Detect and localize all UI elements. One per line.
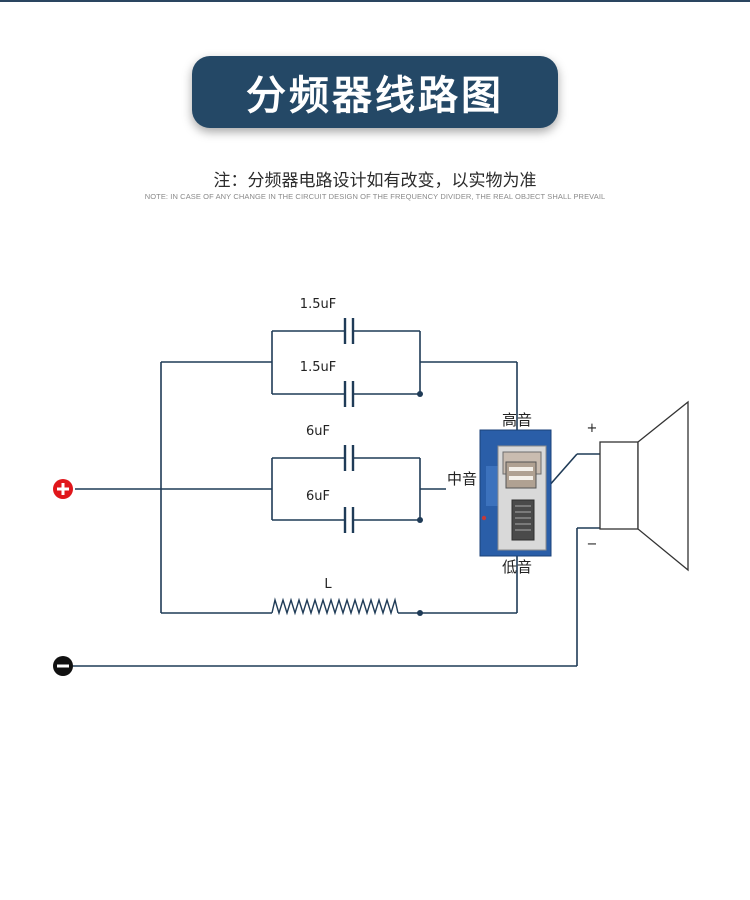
speaker-plus-label: +: [587, 421, 598, 436]
inductor-coil: [271, 597, 399, 616]
speaker-magnet: [599, 441, 639, 530]
note-english: NOTE: IN CASE OF ANY CHANGE IN THE CIRCU…: [144, 192, 606, 201]
title-banner: 分频器线路图: [192, 56, 558, 128]
switch-label-mid: 中音: [447, 470, 477, 488]
c1-label: 1.5uF: [300, 297, 336, 312]
selector-switch: [479, 429, 552, 557]
page-title: 分频器线路图: [246, 73, 504, 119]
inductor-label: L: [324, 577, 332, 592]
speaker-minus-label: −: [587, 537, 598, 552]
c3-label: 6uF: [306, 424, 330, 439]
junction-dot: [417, 610, 423, 616]
c4-label: 6uF: [306, 489, 330, 504]
note-chinese: 注：分频器电路设计如有改变，以实物为准: [213, 171, 537, 191]
top-divider: [0, 0, 750, 2]
junction-dots: [417, 391, 423, 616]
speaker-cone: [637, 400, 689, 572]
junction-dot: [417, 391, 423, 397]
negative-terminal-icon: [53, 656, 73, 676]
switch-label-high: 高音: [502, 411, 532, 429]
capacitor-plates: [343, 318, 355, 533]
c2-label: 1.5uF: [300, 360, 336, 375]
junction-dot: [417, 517, 423, 523]
speaker-icon: [599, 400, 689, 572]
wires: [68, 330, 600, 667]
positive-terminal-icon: [53, 479, 73, 499]
switch-label-low: 低音: [502, 558, 532, 576]
switch-slider: [505, 461, 537, 489]
switch-output-wire: [547, 453, 578, 488]
